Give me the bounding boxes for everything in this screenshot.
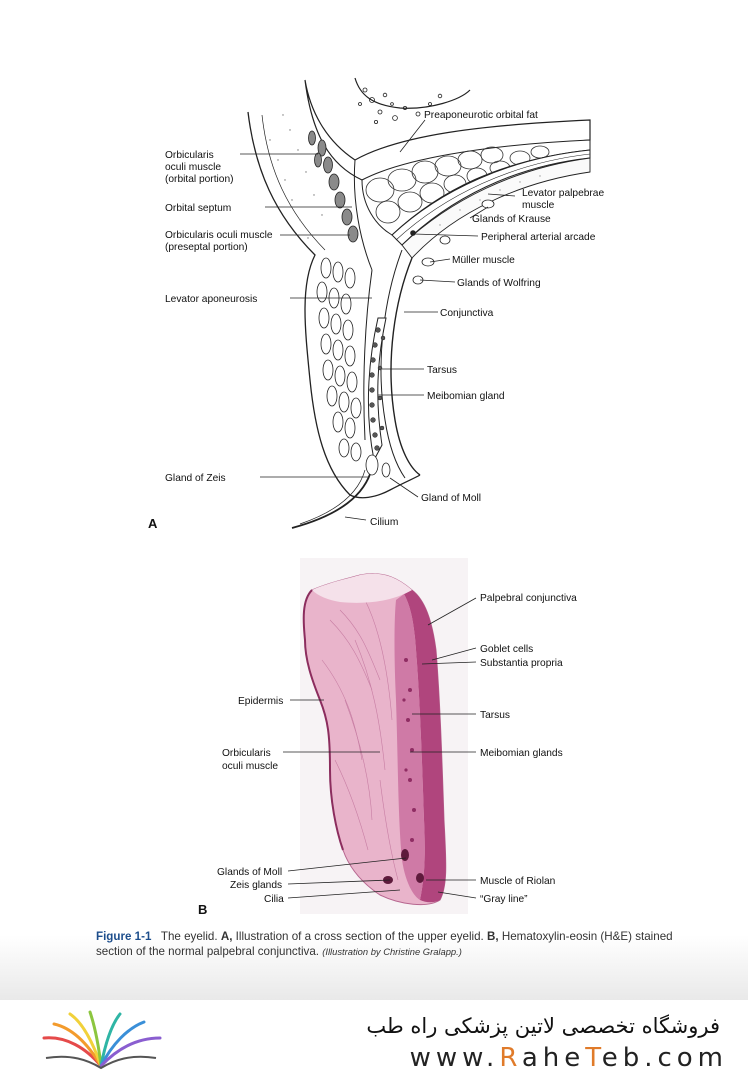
url-t: T <box>585 1043 602 1073</box>
levator-aponeurosis-line <box>363 269 373 441</box>
epidermis-edge <box>302 589 344 851</box>
panel-label-a: A <box>148 516 158 531</box>
orbicularis-preseptal-fibers <box>316 257 362 462</box>
figure-number: Figure 1-1 <box>96 930 152 943</box>
caption-part1: The eyelid. <box>160 930 218 943</box>
muller-muscle-layer <box>401 157 591 259</box>
caption-part2: Illustration of a cross section of the u… <box>235 930 484 943</box>
label-levator-muscle-2: muscle <box>522 200 555 211</box>
meibomian-gland-acini <box>369 327 386 451</box>
gland-of-zeis-shape <box>365 454 379 476</box>
panel-label-b: B <box>198 902 207 917</box>
conjunctiva-surface <box>390 257 421 476</box>
footer-banner <box>0 1000 748 1080</box>
book-logo-icon <box>42 1010 162 1070</box>
pale-upper-edge <box>312 573 412 603</box>
leader-lines-a <box>240 119 516 521</box>
skin-surface <box>247 111 351 496</box>
label-glands-of-moll: Glands of Moll <box>217 867 282 878</box>
label-orbicularis-b-1: Orbicularis <box>222 748 271 759</box>
label-cilia: Cilia <box>264 894 284 905</box>
url-prefix: www. <box>409 1043 500 1073</box>
leader-lines-b <box>283 597 477 899</box>
lid-margin-glands <box>383 849 424 884</box>
caption-b-label: B, <box>487 930 499 943</box>
footer-persian-text: فروشگاه تخصصی لاتین پزشکی راه طب <box>366 1014 720 1038</box>
label-orbicularis-preseptal-2: (preseptal portion) <box>165 242 248 253</box>
connective-texture <box>321 599 399 881</box>
label-meibomian-gland: Meibomian gland <box>427 391 505 402</box>
label-orbicularis-orbital-3: (orbital portion) <box>165 174 234 185</box>
label-glands-of-wolfring: Glands of Wolfring <box>457 278 541 289</box>
label-peripheral-arcade: Peripheral arterial arcade <box>481 232 596 243</box>
gland-of-moll-shape <box>381 462 391 478</box>
accessory-glands <box>412 199 495 285</box>
label-tarsus-b: Tarsus <box>480 710 510 721</box>
caption-a-label: A, <box>220 930 233 943</box>
label-gland-of-zeis: Gland of Zeis <box>165 473 226 484</box>
lid-margin <box>349 474 421 499</box>
footer-website-url[interactable]: www.RaheTeb.com <box>410 1043 728 1073</box>
label-gray-line: “Gray line” <box>480 894 528 905</box>
orbital-septum-line <box>353 159 373 271</box>
label-zeis-glands: Zeis glands <box>230 880 282 891</box>
label-gland-of-moll: Gland of Moll <box>421 493 481 504</box>
label-orbicularis-orbital-1: Orbicularis <box>165 150 214 161</box>
meibomian-acini <box>402 658 416 842</box>
cilium-hair <box>291 467 373 529</box>
caption-credit: (Illustration by Christine Gralapp.) <box>322 946 462 957</box>
label-orbital-septum: Orbital septum <box>165 203 231 214</box>
label-muscle-of-riolan: Muscle of Riolan <box>480 876 555 887</box>
url-mid: ahe <box>521 1043 586 1073</box>
label-glands-of-krause: Glands of Krause <box>472 214 551 225</box>
peripheral-arterial-arcade <box>410 230 416 236</box>
label-substantia-propria: Substantia propria <box>480 658 563 669</box>
orbicularis-orbital-fibers <box>308 130 359 243</box>
label-conjunctiva: Conjunctiva <box>440 308 494 319</box>
bone-marrow-dots <box>358 87 443 125</box>
label-orbicularis-b-2: oculi muscle <box>222 761 278 772</box>
figure-caption: Figure 1-1 The eyelid. A, Illustration o… <box>96 929 676 959</box>
label-goblet-cells: Goblet cells <box>480 644 533 655</box>
tarsal-region <box>394 594 425 900</box>
label-levator-aponeurosis: Levator aponeurosis <box>165 294 257 305</box>
label-levator-muscle-1: Levator palpebrae <box>522 188 604 199</box>
url-r: R <box>499 1043 522 1073</box>
label-meibomian-glands: Meibomian glands <box>480 748 563 759</box>
label-tarsus: Tarsus <box>427 365 457 376</box>
eyelid-cross-section-illustration: Orbicularis oculi muscle (orbital portio… <box>148 77 604 531</box>
label-cilium: Cilium <box>370 517 398 528</box>
label-epidermis: Epidermis <box>238 696 283 707</box>
url-end: eb.com <box>601 1043 728 1073</box>
conjunctival-band <box>404 590 446 903</box>
dermis-stipple <box>269 114 323 239</box>
label-orbicularis-preseptal-1: Orbicularis oculi muscle <box>165 230 273 241</box>
label-palpebral-conjunctiva: Palpebral conjunctiva <box>480 593 577 604</box>
eyelid-histology-section: Epidermis Orbicularis oculi muscle Gland… <box>198 558 577 917</box>
caption-part3: Hematoxylin-eosin (H&E) stained section … <box>96 930 673 958</box>
muller-stipple <box>439 175 541 226</box>
label-orbicularis-orbital-2: oculi muscle <box>165 162 221 173</box>
page-bottom-shadow <box>0 935 748 1000</box>
label-preaponeurotic-fat: Preaponeurotic orbital fat <box>424 110 538 121</box>
label-muller-muscle: Müller muscle <box>452 255 515 266</box>
